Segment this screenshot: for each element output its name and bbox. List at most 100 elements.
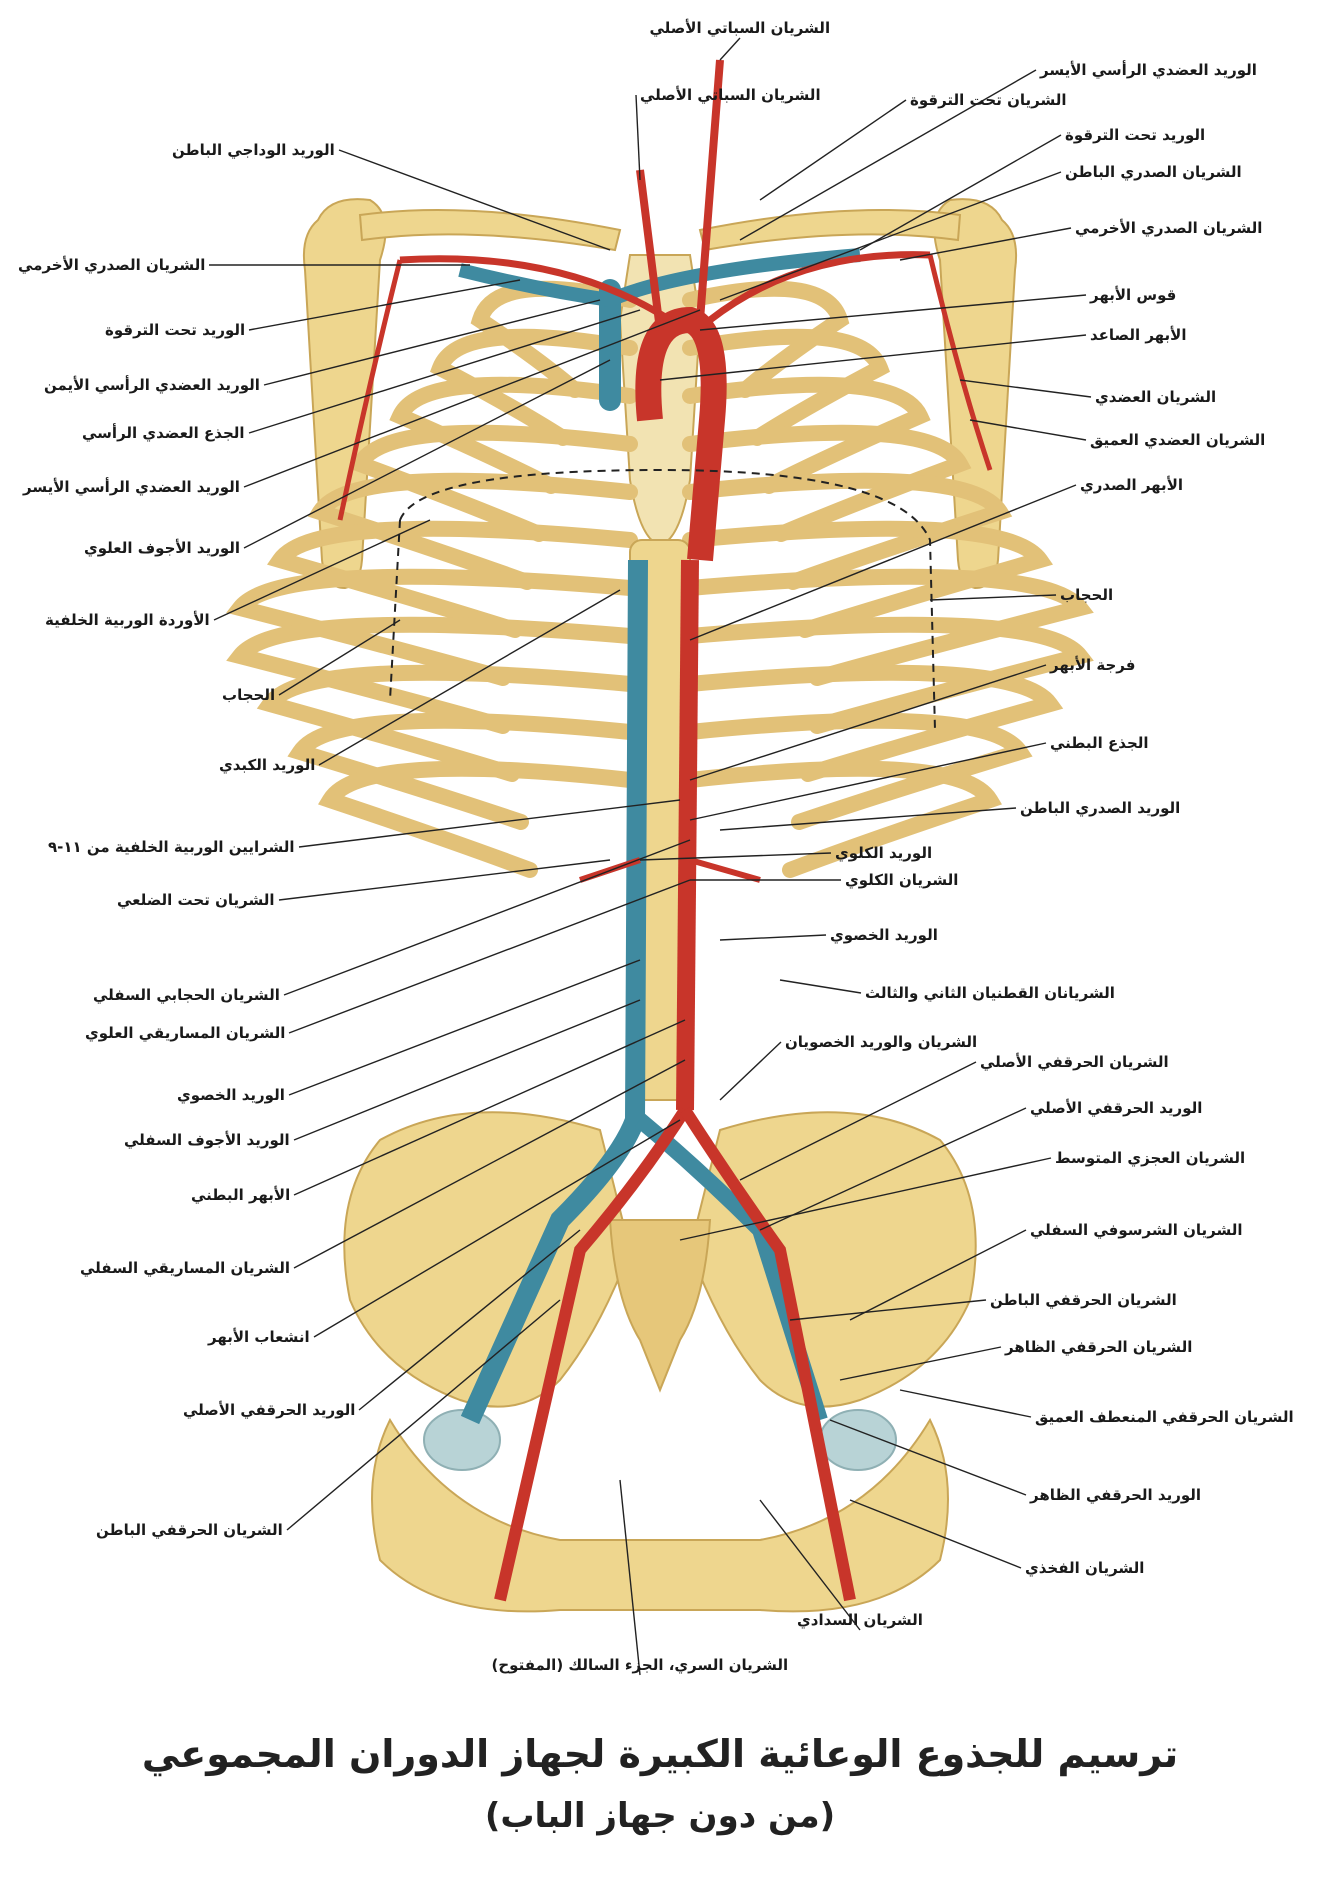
leader-line [248,309,641,434]
label-superior-mesenteric-artery: الشريان المساريقي العلوي [85,1024,286,1042]
inferior-vena-cava [460,559,648,1425]
leader-line [689,484,1077,641]
leader-line [719,171,1062,301]
leader-line [689,664,1047,781]
label-top-common-carotid: الشريان السباتي الأصلي [649,19,831,37]
label-celiac-trunk: الجذع البطني [1050,734,1149,752]
label-brachiocephalic-trunk: الجذع العضدي الرأسي [82,424,245,442]
leader-line [969,419,1087,441]
label-deep-circumflex-iliac-artery: الشريان الحرقفي المنعطف العميق [1035,1408,1294,1426]
rib [348,424,638,542]
left-clavicle [698,209,962,252]
label-external-iliac-artery: الشريان الحرقفي الظاهر [1005,1338,1193,1356]
leader-line [639,852,832,861]
brachial-arteries [337,254,993,521]
figure-title: ترسيم للجذوع الوعائية الكبيرة لجهاز الدو… [141,1732,1179,1776]
leader-line [759,99,907,201]
leader-line [899,1389,1032,1418]
rib [682,760,1003,878]
label-inferior-vena-cava: الوريد الأجوف السفلي [124,1131,290,1149]
label-internal-iliac-artery-l: الشريان الحرقفي الباطن [990,1291,1177,1309]
leader-line [293,1019,686,1196]
label-superior-vena-cava: الوريد الأجوف العلوي [84,539,241,557]
rib [287,712,638,830]
leader-line [849,1229,1027,1321]
leader-line [719,37,741,61]
label-ascending-aorta: الأبهر الصاعد [1090,326,1187,344]
leader-line [759,1499,861,1631]
rib [682,328,891,446]
leader-line [959,379,1092,398]
leader-line [839,1346,1002,1381]
leader-line [358,1229,581,1411]
rib [682,520,1054,638]
leader-line [635,94,641,181]
label-posterior-intercostal-veins: الأوردة الوربية الخلفية [45,611,210,629]
figure-subtitle: (من دون جهاز الباب) [484,1796,836,1836]
rib [317,760,638,878]
label-subclavian-vein-l: الوريد تحت الترقوة [1065,126,1206,144]
rib [682,664,1064,782]
leader-line [779,979,862,994]
right-hip-joint [423,1409,501,1471]
label-diaphragm-r: الحجاب [222,686,276,704]
left-hip-joint [819,1409,897,1471]
label-testicular-vein-l: الوريد الخصوي [830,926,938,944]
brachiocephalic-veins [458,248,861,308]
leader-line [619,1479,641,1676]
leader-line [243,359,611,549]
label-femoral-artery: الشريان الفخذي [1025,1559,1145,1577]
rib [682,472,1013,590]
label-diaphragm-l: الحجاب [1060,586,1114,604]
leader-line [288,879,691,1034]
leader-line [213,519,431,621]
leader-line [899,227,1072,261]
label-thoracoacromial-l: الشريان الصدري الأخرمي [1075,219,1263,237]
leader-line [313,1119,681,1338]
leader-line [293,999,641,1141]
leader-line [283,839,691,996]
rib [256,664,638,782]
label-aortic-bifurcation: انشعاب الأبهر [208,1328,310,1346]
label-deep-brachial-artery: الشريان العضدي العميق [1090,431,1266,449]
leader-line [288,959,641,1096]
sacrum [608,1219,712,1393]
label-hepatic-vein: الوريد الكبدي [219,756,316,774]
leader-line [278,859,611,901]
leader-line [849,1499,1022,1569]
leader-line [739,69,1037,241]
label-common-iliac-vein-l: الوريد الحرقفي الأصلي [1030,1099,1203,1117]
leader-line [679,1157,1052,1241]
rib [682,616,1094,734]
label-internal-thoracic-artery: الشريان الصدري الباطن [1065,163,1242,181]
label-renal-artery: الشريان الكلوي [845,871,959,889]
leader-line [243,309,701,488]
label-internal-thoracic-vein: الوريد الصدري الباطن [1020,799,1181,817]
label-inferior-phrenic-artery: الشريان الحجابي السفلي [93,986,280,1004]
leader-line [318,589,621,766]
label-subclavian-vein-r: الوريد تحت الترقوة [105,321,246,339]
leader-line [263,299,601,386]
label-left-brachiocephalic-vein-r: الوريد العضدي الرأسي الأيسر [23,478,240,496]
label-internal-iliac-artery-r: الشريان الحرقفي الباطن [96,1521,283,1539]
label-left-brachiocephalic-vein: الوريد العضدي الرأسي الأيسر [1040,61,1257,79]
right-clavicle [358,209,622,252]
rib [682,424,972,542]
leader-line [338,149,611,251]
label-lumbar-arteries: الشريانان القطنيان الثاني والثالث [865,984,1115,1002]
label-thoracoacromial-r: الشريان الصدري الأخرمي [18,256,206,274]
label-right-brachiocephalic-vein: الوريد العضدي الرأسي الأيمن [44,376,260,394]
label-umbilical-artery: الشريان السري، الجزء السالك (المفتوح) [491,1656,789,1674]
label-left-subclavian-artery: الشريان تحت الترقوة [910,91,1067,109]
leader-line [719,1041,782,1101]
leader-line [298,799,681,848]
pelvis [343,1111,977,1613]
rib [389,376,638,494]
leader-line [293,1059,686,1269]
left-ilium [688,1111,977,1408]
leader-line [248,279,521,331]
leader-line [278,619,401,696]
leader-line [659,334,1087,381]
